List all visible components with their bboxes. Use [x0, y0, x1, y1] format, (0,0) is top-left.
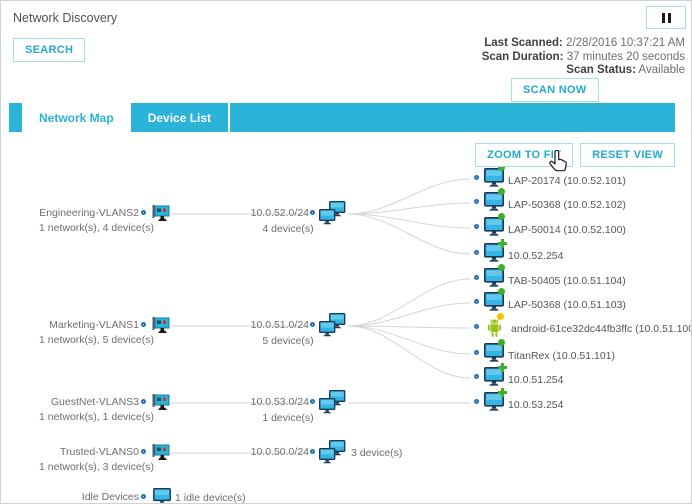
online-status-badge [498, 264, 505, 271]
vlan-count-sublabel: 1 network(s), 1 device(s) [39, 411, 154, 423]
subnet-node-label[interactable]: 10.0.51.0/24 [250, 319, 309, 331]
monitor-icon[interactable] [484, 392, 504, 416]
vlan-count-sublabel: 1 network(s), 3 device(s) [39, 461, 154, 473]
reset-view-button[interactable]: RESET VIEW [580, 143, 675, 167]
page-title: Network Discovery [13, 11, 118, 25]
device-node-label[interactable]: android-61ce32dc44fb3ffc (10.0.51.100) [511, 323, 692, 335]
tab-separator [228, 103, 231, 132]
last-scanned-line: Last Scanned: 2/28/2016 10:37:21 AM [484, 37, 685, 49]
expand-toggle-circle[interactable] [474, 399, 479, 404]
scan-info-block: Last Scanned: 2/28/2016 10:37:21 AM Scan… [482, 37, 685, 78]
subnet-node-label[interactable]: 10.0.52.0/24 [250, 207, 309, 219]
subnet-count-sublabel: 5 device(s) [262, 335, 314, 347]
device-node-label[interactable]: TitanRex (10.0.51.101) [508, 350, 616, 362]
android-device-icon[interactable] [486, 319, 503, 343]
vlan-node-label[interactable]: Engineering-VLANS2 [39, 207, 139, 219]
vlan-node-label[interactable]: Trusted-VLANS0 [60, 446, 139, 458]
vlan-node-label[interactable]: Idle Devices [81, 491, 139, 503]
gateway-plus-badge [498, 363, 507, 372]
expand-toggle-circle[interactable] [474, 199, 479, 204]
map-connector-lines [169, 178, 471, 454]
pause-button[interactable] [646, 6, 686, 29]
device-node-label[interactable]: TAB-50405 (10.0.51.104) [508, 275, 626, 287]
subnet-count-inline-label: 3 device(s) [351, 447, 403, 459]
expand-toggle-circle[interactable] [310, 322, 315, 327]
device-node-label[interactable]: 10.0.53.254 [508, 399, 564, 411]
expand-toggle-circle[interactable] [310, 399, 315, 404]
pause-icon [667, 12, 671, 23]
subnet-node-label[interactable]: 10.0.53.0/24 [250, 396, 309, 408]
online-status-badge [498, 213, 505, 220]
search-button[interactable]: SEARCH [13, 38, 86, 62]
expand-toggle-circle[interactable] [474, 350, 479, 355]
expand-toggle-circle[interactable] [474, 224, 479, 229]
tab-device-list[interactable]: Device List [147, 110, 212, 125]
expand-toggle-circle[interactable] [474, 374, 479, 379]
monitor-icon[interactable] [484, 243, 504, 267]
device-node-label[interactable]: LAP-50014 (10.0.52.100) [508, 224, 626, 236]
computers-group-icon[interactable] [319, 201, 346, 231]
vlan-count-sublabel: 1 network(s), 5 device(s) [39, 334, 154, 346]
gateway-plus-badge [498, 239, 507, 248]
monitor-icon[interactable] [153, 488, 171, 503]
online-status-badge [498, 288, 505, 295]
network-card-icon[interactable] [151, 315, 171, 341]
monitor-icon[interactable] [484, 268, 504, 292]
expand-toggle-circle[interactable] [474, 324, 479, 329]
expand-toggle-circle[interactable] [141, 449, 146, 454]
network-card-icon[interactable] [151, 392, 171, 418]
monitor-icon[interactable] [484, 217, 504, 241]
expand-toggle-circle[interactable] [310, 210, 315, 215]
network-map-canvas: ZOOM TO FIT RESET VIEW Engineering-VLANS… [1, 132, 692, 504]
vlan-count-sublabel: 1 network(s), 4 device(s) [39, 222, 154, 234]
expand-toggle-circle[interactable] [474, 175, 479, 180]
subnet-node-label[interactable]: 10.0.50.0/24 [250, 446, 309, 458]
zoom-to-fit-button[interactable]: ZOOM TO FIT [475, 143, 574, 167]
pause-icon [661, 12, 665, 23]
monitor-icon[interactable] [484, 168, 504, 192]
monitor-icon[interactable] [484, 192, 504, 216]
scan-status-line: Scan Status: Available [566, 64, 685, 76]
map-toolbar: ZOOM TO FIT RESET VIEW [475, 143, 675, 167]
expand-toggle-circle[interactable] [141, 322, 146, 327]
expand-toggle-circle[interactable] [141, 399, 146, 404]
device-node-label[interactable]: LAP-20174 (10.0.52.101) [508, 175, 626, 187]
device-node-label[interactable]: LAP-50368 (10.0.51.103) [508, 299, 626, 311]
scan-now-button[interactable]: SCAN NOW [511, 78, 599, 102]
tab-bar: Network Map Device List [9, 103, 675, 132]
online-status-badge [498, 188, 505, 195]
expand-toggle-circle[interactable] [474, 275, 479, 280]
tab-network-map[interactable]: Network Map [22, 103, 131, 132]
device-node-label[interactable]: 10.0.52.254 [508, 250, 564, 262]
computers-group-icon[interactable] [319, 313, 346, 343]
idle-status-badge [497, 313, 504, 320]
network-card-icon[interactable] [151, 203, 171, 229]
online-status-badge [498, 164, 505, 171]
monitor-icon[interactable] [484, 292, 504, 316]
computers-group-icon[interactable] [319, 440, 346, 470]
device-node-label[interactable]: 10.0.51.254 [508, 374, 564, 386]
gateway-plus-badge [498, 388, 507, 397]
vlan-node-label[interactable]: Marketing-VLANS1 [49, 319, 139, 331]
scan-duration-line: Scan Duration: 37 minutes 20 seconds [481, 50, 685, 63]
vlan-node-label[interactable]: GuestNet-VLANS3 [50, 396, 139, 408]
monitor-icon[interactable] [484, 367, 504, 391]
idle-device-count-label: 1 idle device(s) [175, 492, 246, 504]
online-status-badge [498, 339, 505, 346]
monitor-icon[interactable] [484, 343, 504, 367]
computers-group-icon[interactable] [319, 390, 346, 420]
network-card-icon[interactable] [151, 442, 171, 468]
expand-toggle-circle[interactable] [141, 210, 146, 215]
expand-toggle-circle[interactable] [474, 250, 479, 255]
subnet-count-sublabel: 1 device(s) [262, 412, 314, 424]
expand-toggle-circle[interactable] [141, 494, 146, 499]
expand-toggle-circle[interactable] [474, 299, 479, 304]
device-node-label[interactable]: LAP-50368 (10.0.52.102) [508, 199, 626, 211]
expand-toggle-circle[interactable] [310, 449, 315, 454]
subnet-count-sublabel: 4 device(s) [262, 223, 314, 235]
